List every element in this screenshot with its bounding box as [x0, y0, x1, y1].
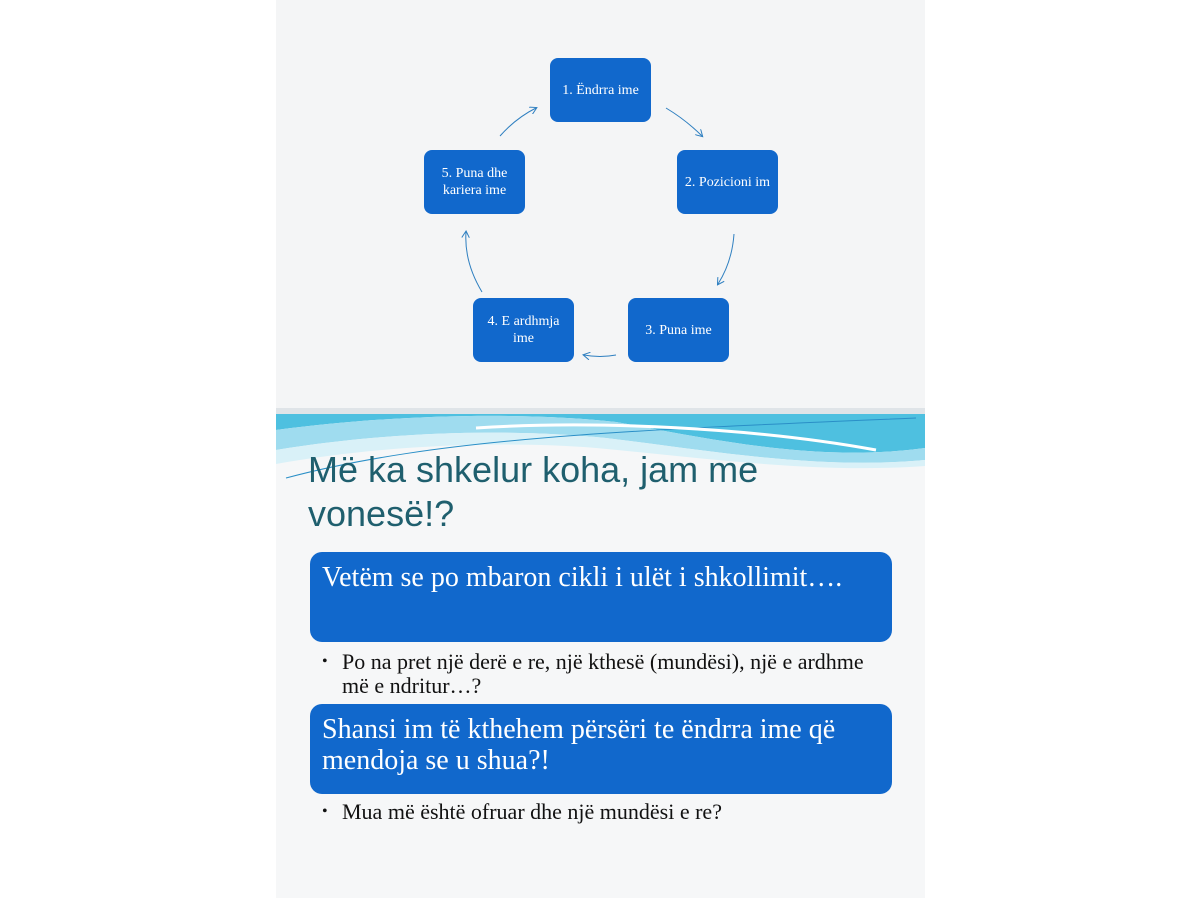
highlight-box-2: Shansi im të kthehem përsëri te ëndrra i… [310, 704, 892, 794]
cycle-step-2: 2. Pozicioni im [677, 150, 778, 214]
bullet-item-2: • Mua më është ofruar dhe një mundësi e … [322, 800, 882, 824]
slide-cycle-diagram: 1. Ëndrra ime 2. Pozicioni im 3. Puna im… [276, 0, 925, 408]
bullet-symbol: • [322, 803, 328, 820]
bullet-item-1: • Po na pret një derë e re, një kthesë (… [322, 650, 882, 698]
cycle-step-5: 5. Puna dhe kariera ime [424, 150, 525, 214]
wave-decoration [276, 408, 925, 479]
slide-title: Më ka shkelur koha, jam me vonesë!? [308, 449, 759, 534]
bullet-text-2: Mua më është ofruar dhe një mundësi e re… [342, 799, 722, 824]
arrow-2-to-3 [718, 233, 735, 284]
cycle-arrows [276, 0, 735, 408]
highlight-box-1: Vetëm se po mbaron cikli i ulët i shkoll… [310, 552, 892, 642]
bullet-symbol: • [322, 653, 328, 670]
bullet-text-1: Po na pret një derë e re, një kthesë (mu… [342, 649, 864, 698]
cycle-step-1: 1. Ëndrra ime [550, 58, 651, 122]
arrow-5-to-1 [499, 108, 536, 137]
arrow-3-to-4 [584, 355, 617, 357]
arrow-1-to-2 [665, 107, 702, 136]
arrow-4-to-5 [466, 232, 483, 293]
cycle-step-4: 4. E ardhmja ime [473, 298, 574, 362]
cycle-step-3: 3. Puna ime [628, 298, 729, 362]
slide-text: Më ka shkelur koha, jam me vonesë!? Vetë… [276, 408, 925, 898]
